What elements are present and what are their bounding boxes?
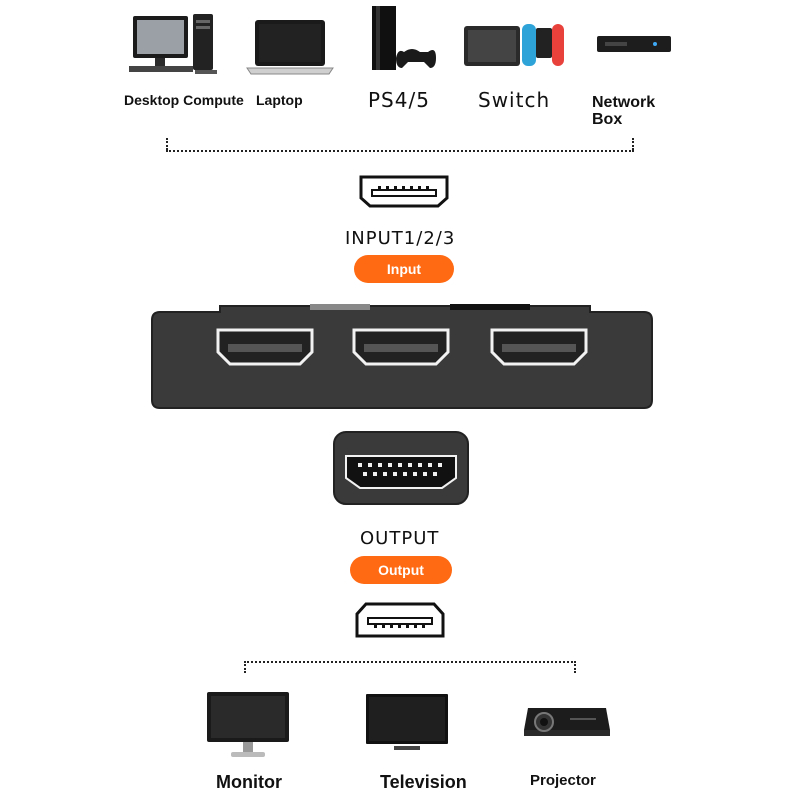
display-label-television: Television — [380, 772, 467, 792]
hdmi-output-connector — [333, 431, 469, 505]
hdmi-port-icon — [359, 175, 449, 208]
source-bracket — [166, 150, 634, 152]
input-pill: Input — [354, 255, 454, 283]
monitor-icon — [207, 692, 289, 757]
display-bracket — [244, 661, 576, 663]
projector-icon — [524, 708, 610, 736]
source-label-network-box: Network Box — [592, 94, 656, 128]
source-label-laptop: Laptop — [256, 92, 303, 108]
hdmi-input-ports — [216, 328, 588, 366]
hdmi-switch-device — [151, 304, 653, 409]
input-heading: INPUT1/2/3 — [345, 228, 456, 249]
source-bracket-left — [166, 138, 168, 150]
output-heading: OUTPUT — [360, 528, 440, 549]
desktop-computer-icon — [129, 14, 217, 74]
television-icon — [366, 694, 448, 750]
output-pill: Output — [350, 556, 452, 584]
source-label-switch: Switch — [478, 88, 551, 112]
source-label-ps: PS4/5 — [368, 88, 430, 112]
display-bracket-right — [574, 661, 576, 673]
switch-console-icon — [464, 24, 564, 66]
source-label-desktop: Desktop Compute — [124, 92, 244, 108]
display-label-projector: Projector — [530, 772, 596, 789]
display-label-monitor: Monitor — [216, 772, 282, 792]
laptop-icon — [246, 20, 334, 75]
hdmi-port-icon — [355, 602, 445, 638]
network-box-icon — [597, 36, 671, 52]
source-bracket-right — [632, 138, 634, 150]
ps4-console-icon — [372, 6, 436, 70]
display-bracket-left — [244, 661, 246, 673]
